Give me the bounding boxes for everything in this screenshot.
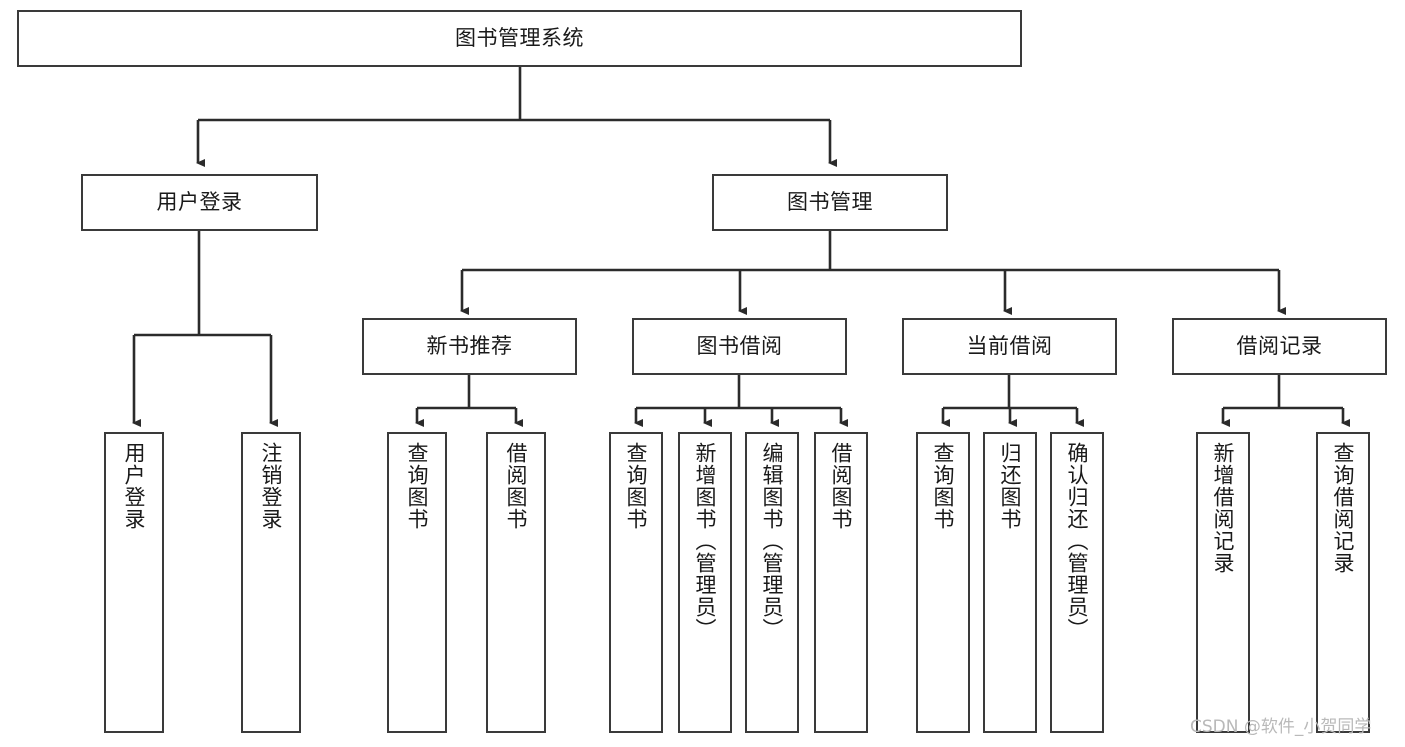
node-book-borrow[interactable]: 图书借阅 xyxy=(632,318,847,375)
leaf-current-confirm-return[interactable]: 确认归还（管理员） xyxy=(1050,432,1104,733)
leaf-record-query[interactable]: 查询借阅记录 xyxy=(1316,432,1370,733)
node-root-system[interactable]: 图书管理系统 xyxy=(17,10,1022,67)
node-label: 借阅图书 xyxy=(504,442,529,530)
node-label: 新增借阅记录 xyxy=(1211,442,1236,574)
node-label: 用户登录 xyxy=(156,190,243,215)
leaf-current-query-book[interactable]: 查询图书 xyxy=(916,432,970,733)
node-label: 图书管理系统 xyxy=(455,26,584,51)
leaf-borrow-add-book[interactable]: 新增图书（管理员） xyxy=(678,432,732,733)
node-current-borrow[interactable]: 当前借阅 xyxy=(902,318,1117,375)
node-label: 当前借阅 xyxy=(966,334,1053,359)
node-label: 查询图书 xyxy=(624,442,649,530)
node-label: 归还图书 xyxy=(998,442,1023,530)
node-label: 新书推荐 xyxy=(426,334,513,359)
node-label: 借阅记录 xyxy=(1236,334,1323,359)
node-new-book-recommend[interactable]: 新书推荐 xyxy=(362,318,577,375)
leaf-user-login[interactable]: 用户登录 xyxy=(104,432,164,733)
leaf-record-add[interactable]: 新增借阅记录 xyxy=(1196,432,1250,733)
node-label: 注销登录 xyxy=(259,442,284,530)
node-label: 确认归还（管理员） xyxy=(1065,442,1090,640)
node-user-login[interactable]: 用户登录 xyxy=(81,174,318,231)
node-label: 编辑图书（管理员） xyxy=(760,442,785,640)
node-book-management[interactable]: 图书管理 xyxy=(712,174,948,231)
node-label: 图书借阅 xyxy=(696,334,783,359)
watermark: CSDN @软件_小贺同学 xyxy=(1190,717,1372,737)
leaf-borrow-edit-book[interactable]: 编辑图书（管理员） xyxy=(745,432,799,733)
node-label: 借阅图书 xyxy=(829,442,854,530)
leaf-borrow-query-book[interactable]: 查询图书 xyxy=(609,432,663,733)
leaf-logout[interactable]: 注销登录 xyxy=(241,432,301,733)
leaf-borrow-lend-book[interactable]: 借阅图书 xyxy=(814,432,868,733)
node-label: 图书管理 xyxy=(787,190,873,215)
node-label: 查询图书 xyxy=(931,442,956,530)
node-label: 用户登录 xyxy=(122,442,147,530)
node-borrow-record[interactable]: 借阅记录 xyxy=(1172,318,1387,375)
leaf-current-return-book[interactable]: 归还图书 xyxy=(983,432,1037,733)
leaf-recommend-query-book[interactable]: 查询图书 xyxy=(387,432,447,733)
node-label: 查询图书 xyxy=(405,442,430,530)
leaf-recommend-borrow-book[interactable]: 借阅图书 xyxy=(486,432,546,733)
node-label: 新增图书（管理员） xyxy=(693,442,718,640)
node-label: 查询借阅记录 xyxy=(1331,442,1356,574)
